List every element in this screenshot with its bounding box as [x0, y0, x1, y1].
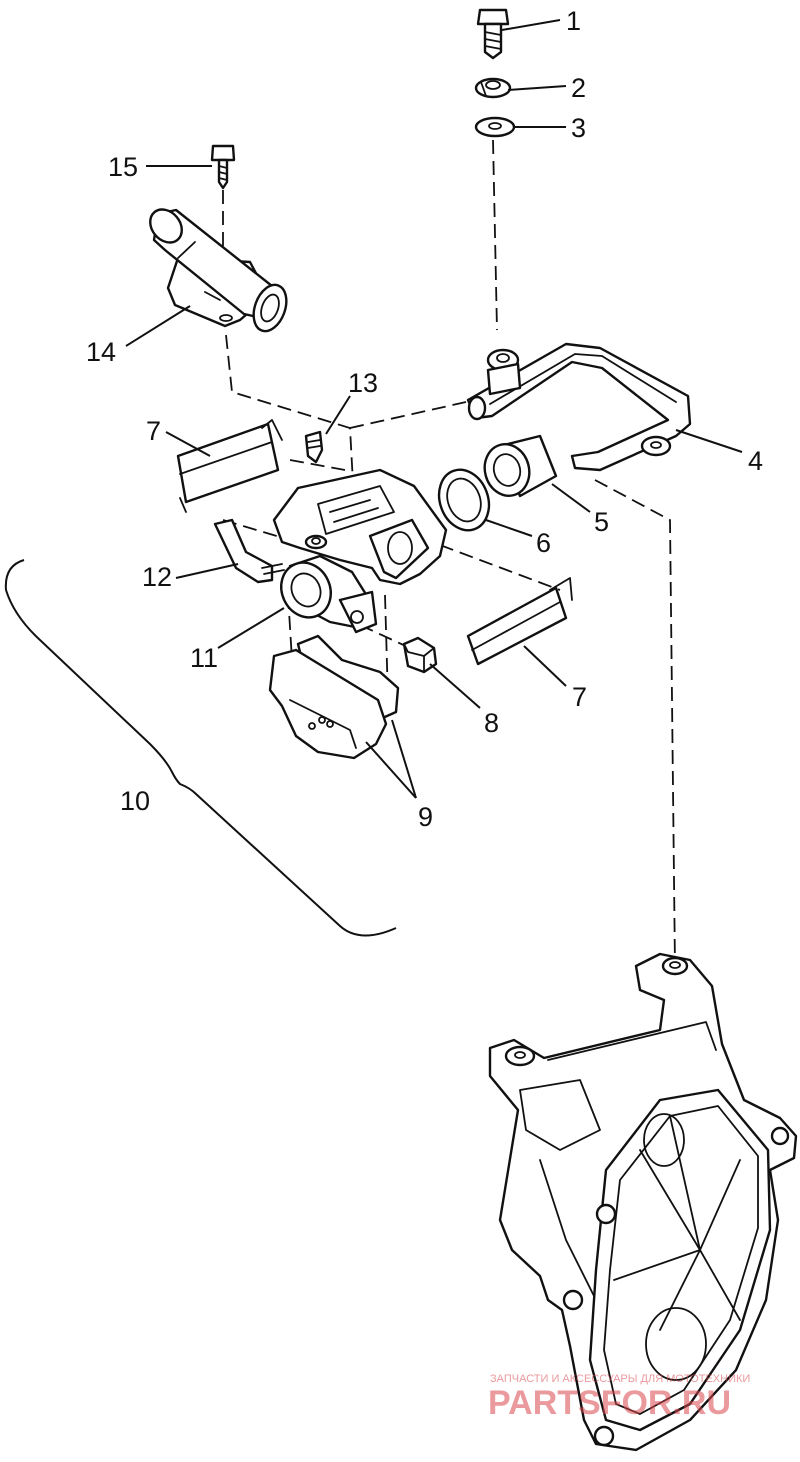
callout-10: 10 — [120, 786, 150, 816]
nut-part-8 — [402, 636, 438, 674]
callout-13: 13 — [348, 368, 378, 398]
callout-8: 8 — [484, 708, 499, 738]
ring-seal-part-6 — [437, 468, 491, 532]
callout-3: 3 — [571, 113, 586, 143]
frame-bracket-part-4 — [466, 342, 692, 472]
brake-pads-part-9 — [268, 634, 400, 760]
elbow-boot-part-14 — [149, 208, 288, 333]
callout-2: 2 — [571, 73, 586, 103]
stud-part-13 — [304, 430, 324, 464]
callout-1: 1 — [566, 6, 581, 36]
callout-6: 6 — [536, 528, 551, 558]
callout-7-lower: 7 — [572, 682, 587, 712]
flat-washer-part-3 — [474, 116, 516, 138]
callout-14: 14 — [86, 337, 116, 367]
callout-12: 12 — [142, 562, 172, 592]
lock-washer-part-2 — [474, 77, 512, 99]
watermark-logo: PARTSFOR.RU — [488, 1384, 731, 1422]
piston-cap-part-11 — [280, 554, 378, 634]
callout-5: 5 — [594, 507, 609, 537]
screw-part-15 — [210, 144, 236, 190]
chaincase-housing — [488, 952, 798, 1452]
hose-clamp-part-7-lower — [466, 577, 573, 666]
watermark-tagline: ЗАПЧАСТИ И АКСЕССУАРЫ ДЛЯ МОТОТЕХНИКИ — [490, 1373, 750, 1385]
bushing-part-5 — [483, 434, 558, 498]
hose-fitting-part-12 — [213, 518, 285, 584]
assembly-brace-10 — [4, 559, 397, 937]
watermark: ЗАПЧАСТИ И АКСЕССУАРЫ ДЛЯ МОТОТЕХНИКИ PA… — [488, 1373, 750, 1422]
callout-4: 4 — [748, 446, 763, 476]
bolt-part-1 — [476, 8, 510, 60]
caliper-body — [272, 468, 448, 586]
callout-15: 15 — [108, 152, 138, 182]
assembly-axis-lines — [222, 139, 676, 969]
callout-7-upper: 7 — [146, 416, 161, 446]
callout-labels: 1 2 3 4 5 6 7 7 8 9 10 11 12 13 14 15 — [86, 6, 763, 832]
hose-clamp-part-7-upper — [176, 419, 283, 513]
callout-9: 9 — [418, 802, 433, 832]
callout-11: 11 — [190, 643, 218, 673]
leader-lines — [125, 19, 743, 799]
